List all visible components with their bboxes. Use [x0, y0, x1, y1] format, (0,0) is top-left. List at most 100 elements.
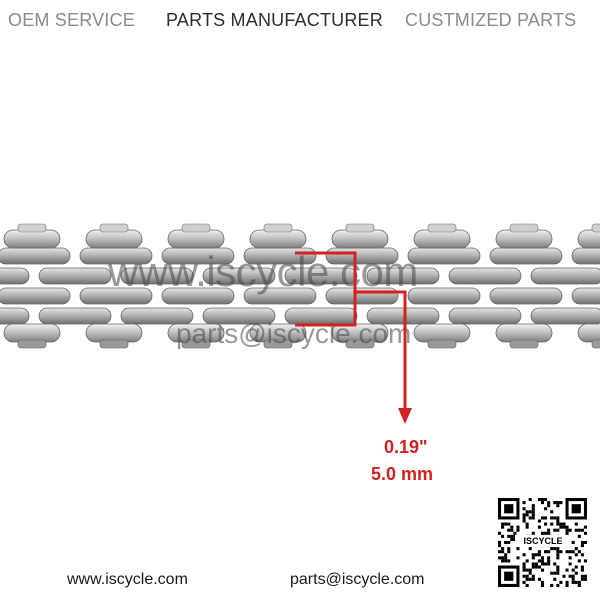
qr-cell [531, 556, 535, 560]
qr-cell [577, 550, 581, 554]
qr-cell [525, 583, 529, 587]
qr-cell [562, 522, 566, 526]
qr-cell [577, 534, 581, 538]
qr-cell [516, 528, 520, 532]
chain-pin-head [591, 223, 600, 233]
qr-cell [525, 510, 529, 514]
chain-plate [571, 287, 600, 305]
chain-pin-head [181, 223, 211, 233]
chain-pin-bottom [331, 323, 389, 343]
qr-cell [537, 559, 541, 563]
chain-pin-head [99, 223, 129, 233]
qr-cell [507, 528, 511, 532]
qr-cell [531, 562, 535, 566]
qr-cell [562, 525, 566, 529]
qr-cell [513, 537, 517, 541]
qr-cell [531, 507, 535, 511]
qr-cell [544, 498, 548, 502]
qr-cell [528, 568, 532, 572]
qr-cell [553, 571, 557, 575]
chain-plate [284, 307, 358, 325]
qr-cell [537, 577, 541, 581]
chain-pin-head [345, 339, 375, 349]
qr-cell [553, 501, 557, 505]
chain-pin-bottom [577, 323, 600, 343]
qr-cell [580, 544, 584, 548]
chain-pin-bottom [495, 323, 553, 343]
qr-cell [501, 534, 505, 538]
qr-cell [540, 516, 545, 520]
chain-plate [284, 267, 358, 285]
qr-cell [568, 528, 572, 532]
qr-cell [583, 525, 587, 529]
qr-cell [583, 559, 587, 563]
qr-cell [568, 562, 572, 566]
chain-pin-bottom [249, 323, 307, 343]
footer-website-link[interactable]: www.iscycle.com [67, 571, 188, 588]
qr-cell [504, 556, 508, 560]
chain-plate [0, 267, 30, 285]
qr-cell [571, 574, 575, 578]
qr-cell [507, 534, 511, 538]
chain-plate [530, 267, 600, 285]
qr-cell [556, 501, 560, 505]
qr-cell [550, 510, 554, 514]
chain-pin-top [167, 229, 225, 249]
qr-cell [501, 525, 505, 529]
qr-cell [531, 531, 535, 535]
qr-cell [574, 553, 578, 557]
chain-pin-top [249, 229, 307, 249]
qr-cell [565, 525, 569, 529]
chain-plate [366, 267, 440, 285]
footer-email-link[interactable]: parts@iscycle.com [290, 571, 425, 588]
qr-cell [501, 559, 505, 563]
qr-cell [534, 553, 538, 557]
qr-cell [565, 531, 569, 535]
qr-cell [577, 528, 581, 532]
qr-cell [544, 507, 548, 511]
qr-cell [568, 550, 572, 554]
chain-pin-bottom [413, 323, 471, 343]
qr-cell [522, 574, 526, 578]
qr-cell [559, 550, 563, 554]
qr-code-icon [498, 498, 587, 587]
chain-pin-top [413, 229, 471, 249]
chain-plate [0, 307, 30, 325]
qr-cell [528, 498, 532, 502]
chain-plate [79, 287, 153, 305]
chain-plate [120, 307, 194, 325]
qr-cell [556, 528, 560, 532]
chain-plate [407, 247, 481, 265]
qr-cell [571, 568, 575, 572]
chain-plate [325, 247, 399, 265]
qr-cell [559, 522, 563, 526]
qr-cell [498, 540, 502, 545]
chain-plate [366, 307, 440, 325]
qr-cell [531, 510, 535, 514]
chain-pin-head [509, 223, 539, 233]
chain-pin-head [99, 339, 129, 349]
qr-cell [544, 531, 548, 535]
qr-cell [583, 540, 587, 545]
qr-cell [528, 510, 532, 514]
qr-cell [547, 531, 551, 535]
qr-cell [559, 525, 563, 529]
qr-cell [498, 556, 502, 560]
qr-cell [522, 580, 526, 584]
qr-cell [550, 516, 554, 520]
qr-cell [583, 574, 587, 578]
qr-cell [559, 580, 563, 584]
qr-cell [547, 550, 551, 554]
chain-plate [448, 307, 522, 325]
qr-cell [507, 547, 511, 551]
qr-cell [574, 565, 578, 569]
qr-cell [556, 583, 560, 587]
chain-pin-head [263, 223, 293, 233]
chain-plate [530, 307, 600, 325]
chain-plate [79, 247, 153, 265]
qr-cell [510, 525, 514, 529]
chain-plate [202, 307, 276, 325]
chain-plate [448, 267, 522, 285]
qr-cell [507, 550, 511, 554]
qr-cell [510, 528, 514, 532]
